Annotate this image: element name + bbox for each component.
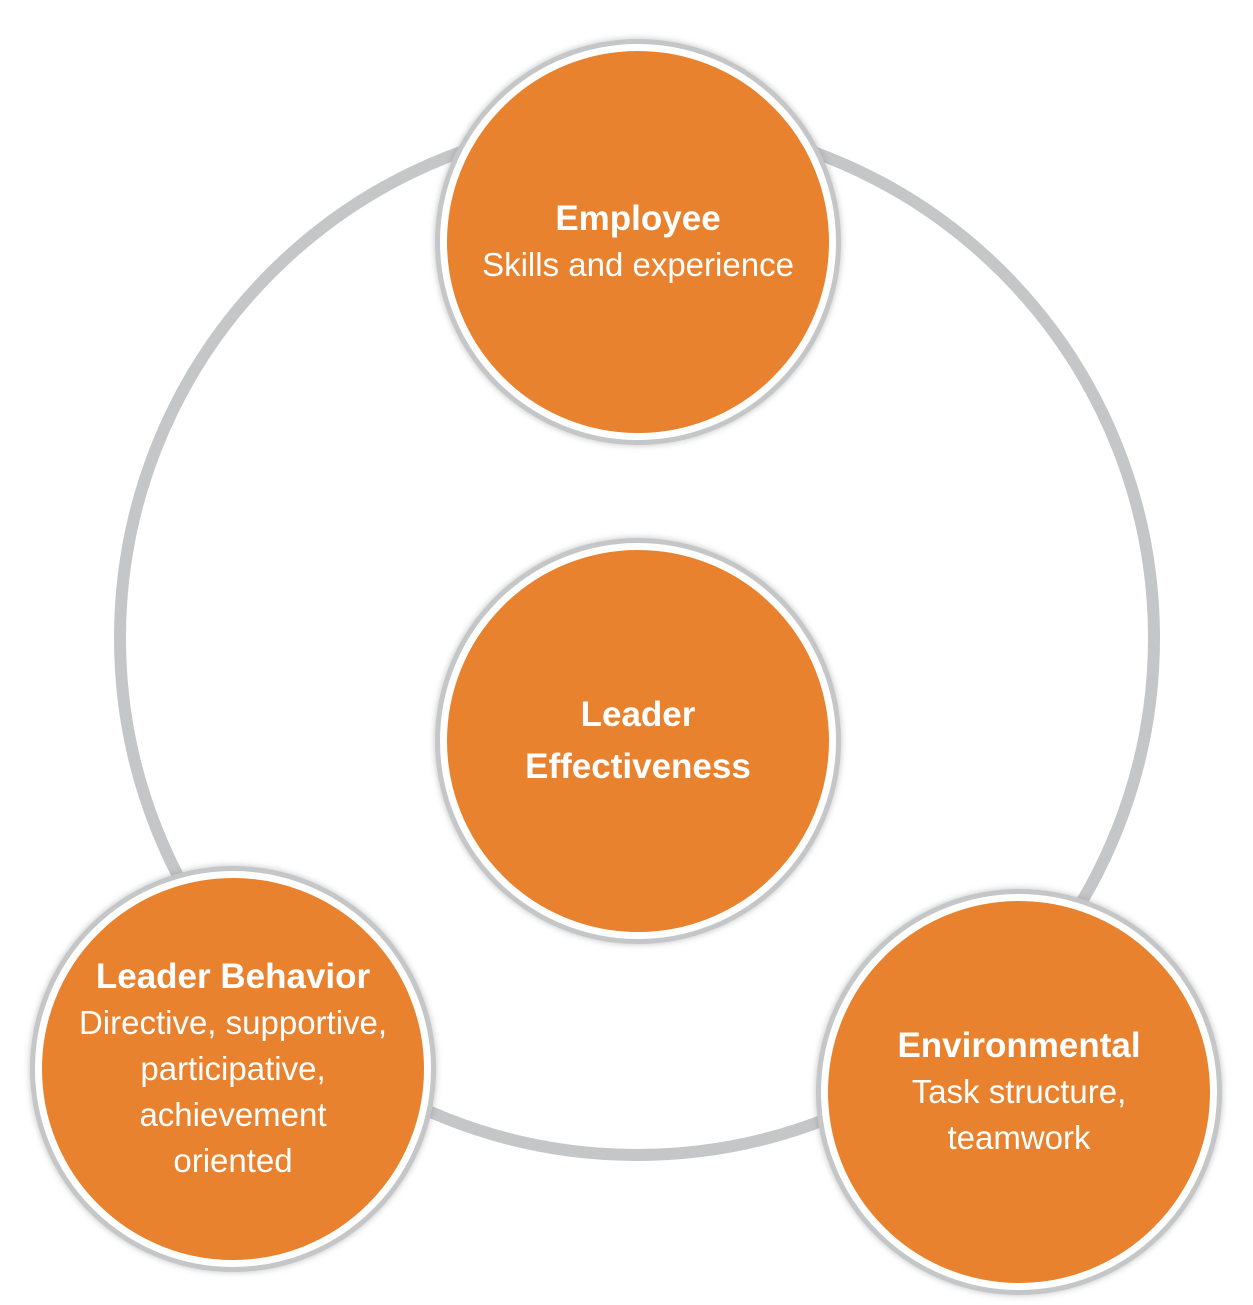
employee-node: Employee Skills and experience [440,44,836,440]
leader-behavior-description: Directive, supportive, participative, ac… [78,1004,388,1179]
leader-effectiveness-title: Leader Effectiveness [525,695,751,786]
leader-effectiveness-node: Leader Effectiveness [440,543,836,939]
environmental-title: Environmental [897,1026,1141,1065]
environmental-description: Task structure, teamwork [911,1073,1127,1156]
leader-behavior-title: Leader Behavior [95,957,371,996]
employee-title: Employee [555,199,721,238]
leader-behavior-node: Leader Behavior Directive, supportive, p… [35,871,431,1267]
environmental-node: Environmental Task structure, teamwork [821,894,1217,1290]
employee-description: Skills and experience [482,246,794,283]
